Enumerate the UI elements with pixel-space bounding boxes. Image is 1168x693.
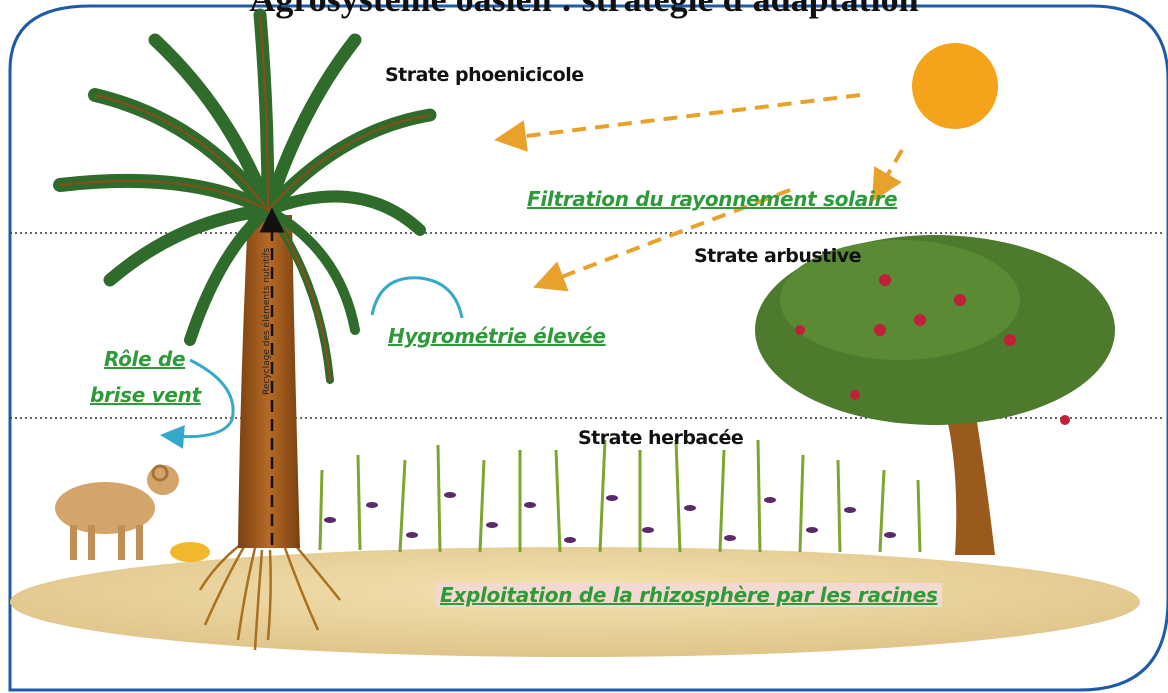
label-rhizosphere: Exploitation de la rhizosphère par les r…: [436, 583, 942, 607]
label-brise-vent-2: brise vent: [90, 383, 201, 407]
label-strate-herbacee: Strate herbacée: [578, 427, 743, 449]
hay-icon: [170, 542, 210, 562]
label-hygrometrie: Hygrométrie élevée: [388, 324, 606, 348]
sun-icon: [912, 43, 998, 129]
shrub-trunk: [945, 410, 995, 555]
label-strate-phoenicicole: Strate phoenicicole: [385, 64, 584, 86]
sheep-icon: [55, 465, 179, 560]
sun-ray-arrow: [510, 95, 860, 138]
label-filtration: Filtration du rayonnement solaire: [527, 187, 897, 211]
hygrometry-arrow: [372, 278, 462, 318]
label-brise-vent-1: Rôle de: [104, 347, 185, 371]
label-recycling: Recyclage des éléments nutritifs: [262, 248, 272, 395]
label-strate-arbustive: Strate arbustive: [694, 245, 861, 267]
page-title: Agrosystème oasien : stratégie d'adaptat…: [0, 0, 1168, 20]
sun-ray-arrow: [880, 150, 902, 188]
